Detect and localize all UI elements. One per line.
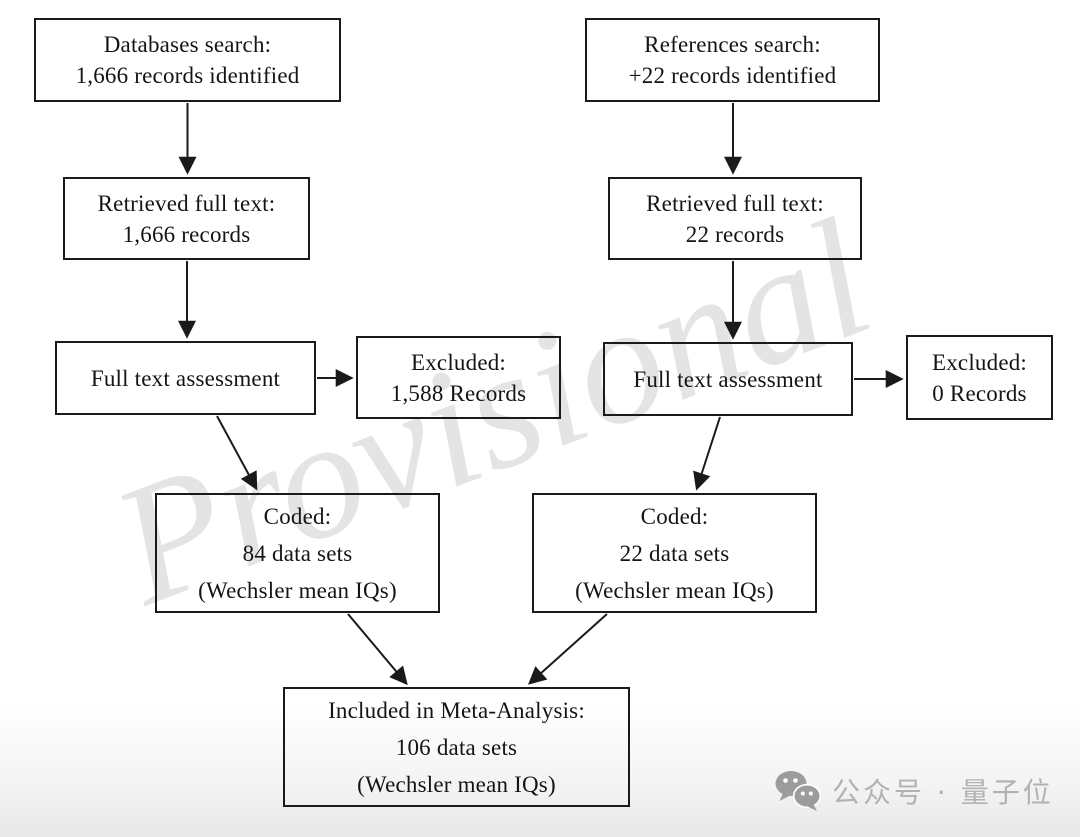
box-line: (Wechsler mean IQs) [357, 771, 556, 797]
box-line: Full text assessment [633, 366, 823, 392]
box-excluded-left: Excluded: 1,588 Records [356, 336, 561, 419]
box-coded-right: Coded: 22 data sets (Wechsler mean IQs) [532, 493, 817, 613]
box-line: Coded: [640, 503, 709, 529]
box-included-in-meta-analysis: Included in Meta-Analysis: 106 data sets… [283, 687, 630, 807]
box-line: Retrieved full text: [646, 190, 824, 216]
box-full-text-assessment-left: Full text assessment [55, 341, 316, 415]
box-line: Excluded: [931, 349, 1028, 375]
box-references-search: References search: +22 records identifie… [585, 18, 880, 102]
box-databases-search: Databases search: 1,666 records identifi… [34, 18, 341, 102]
box-line: Included in Meta-Analysis: [328, 697, 585, 723]
box-line: +22 records identified [628, 63, 837, 88]
box-line: References search: [644, 32, 821, 57]
arrow-coded-right-to-included [527, 613, 608, 685]
box-line: 1,666 records identified [75, 63, 300, 88]
box-line: (Wechsler mean IQs) [575, 577, 774, 603]
box-retrieved-full-text-right: Retrieved full text: 22 records [608, 177, 862, 260]
box-line: 22 records [685, 221, 785, 247]
arrow-assessment-to-coded-left [216, 415, 258, 491]
box-line: 22 data sets [619, 540, 730, 566]
box-coded-left: Coded: 84 data sets (Wechsler mean IQs) [155, 493, 440, 613]
box-line: 1,588 Records [390, 380, 527, 406]
box-line: Databases search: [103, 32, 272, 57]
box-line: Full text assessment [90, 365, 281, 391]
box-line: 106 data sets [395, 734, 518, 760]
box-line: 0 Records [932, 380, 1027, 406]
box-retrieved-full-text-left: Retrieved full text: 1,666 records [63, 177, 310, 260]
box-full-text-assessment-right: Full text assessment [603, 342, 853, 416]
box-line: (Wechsler mean IQs) [198, 577, 397, 603]
box-excluded-right: Excluded: 0 Records [906, 335, 1053, 420]
box-line: Coded: [263, 503, 332, 529]
arrow-assessment-to-coded-right [693, 416, 721, 491]
arrow-coded-left-to-included [347, 613, 408, 686]
box-line: Retrieved full text: [97, 190, 276, 216]
box-line: Excluded: [410, 349, 507, 375]
box-line: 1,666 records [122, 221, 251, 247]
box-line: 84 data sets [242, 540, 353, 566]
